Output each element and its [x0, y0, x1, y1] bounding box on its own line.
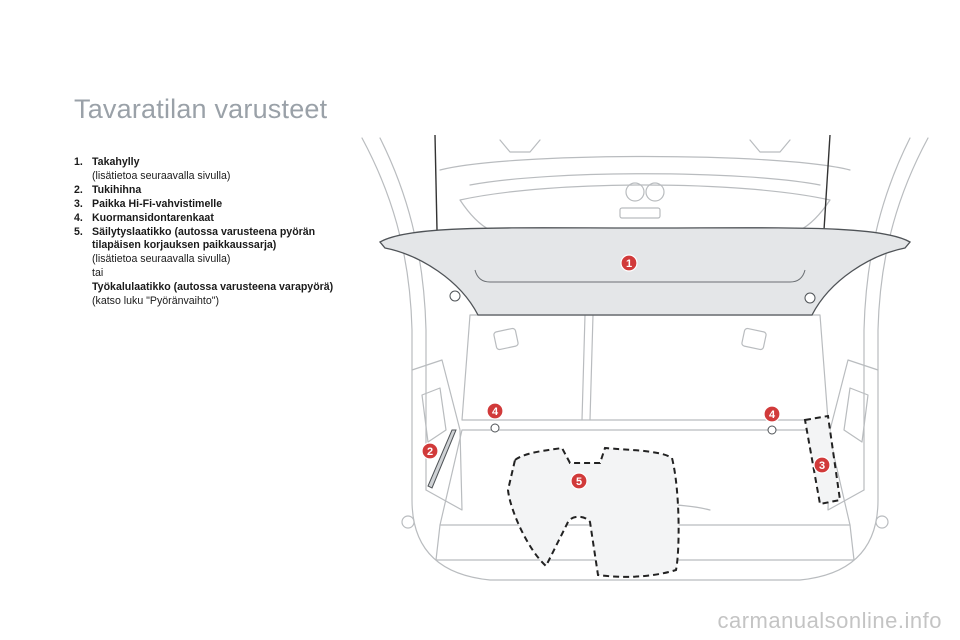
- storage-box-outline: [506, 446, 680, 578]
- callout-number: 3: [819, 460, 825, 472]
- legend-list: 1. Takahylly (lisätietoa seuraavalla siv…: [74, 156, 344, 309]
- callout-badge-3: 3: [813, 456, 831, 474]
- callout-badge-4: 4: [486, 402, 504, 420]
- callout-badge-1: 1: [620, 254, 638, 272]
- callout-number: 4: [769, 409, 776, 421]
- item-label: Tukihihna: [92, 183, 142, 196]
- list-item: 2. Tukihihna: [74, 184, 344, 198]
- list-item: 5. Säilytyslaatikko (autossa varusteena …: [74, 226, 344, 309]
- callout-badge-4: 4: [763, 405, 781, 423]
- item-label: Takahylly: [92, 156, 140, 168]
- list-item: 1. Takahylly (lisätietoa seuraavalla siv…: [74, 156, 344, 184]
- item-label: Paikka Hi-Fi-vahvistimelle: [92, 197, 223, 210]
- list-item: 4. Kuormansidontarenkaat: [74, 212, 344, 226]
- item-number: 3.: [74, 197, 83, 210]
- callout-badge-5: 5: [570, 472, 588, 490]
- watermark: carmanualsonline.info: [717, 608, 942, 633]
- callout-number: 5: [576, 476, 582, 488]
- support-strap: [427, 429, 457, 489]
- item-number: 2.: [74, 183, 83, 196]
- item-number: 5.: [74, 225, 83, 238]
- item-alt-note: (katso luku "Pyöränvaihto"): [92, 295, 220, 308]
- item-label: Kuormansidontarenkaat: [92, 211, 214, 224]
- page-title: Tavaratilan varusteet: [74, 94, 328, 124]
- item-note: (lisätietoa seuraavalla sivulla): [92, 169, 231, 182]
- item-conjunction: tai: [92, 267, 104, 280]
- item-label: Säilytyslaatikko (autossa varusteena pyö…: [92, 225, 316, 252]
- badges: 1 2 3 4 4 5: [421, 254, 831, 490]
- parcel-shelf: [379, 134, 911, 316]
- callout-number: 4: [492, 406, 499, 418]
- tie-down-rings: [490, 423, 777, 435]
- item-number: 4.: [74, 211, 83, 224]
- callout-number: 2: [427, 446, 433, 458]
- trunk-illustration: 1 2 3 4 4 5: [361, 134, 929, 581]
- callout-number: 1: [626, 258, 632, 270]
- item-note: (lisätietoa seuraavalla sivulla): [92, 253, 231, 266]
- list-item: 3. Paikka Hi-Fi-vahvistimelle: [74, 198, 344, 212]
- item-number: 1.: [74, 156, 83, 168]
- item-alt-label: Työkalulaatikko (autossa varusteena vara…: [92, 281, 334, 294]
- callout-badge-2: 2: [421, 442, 439, 460]
